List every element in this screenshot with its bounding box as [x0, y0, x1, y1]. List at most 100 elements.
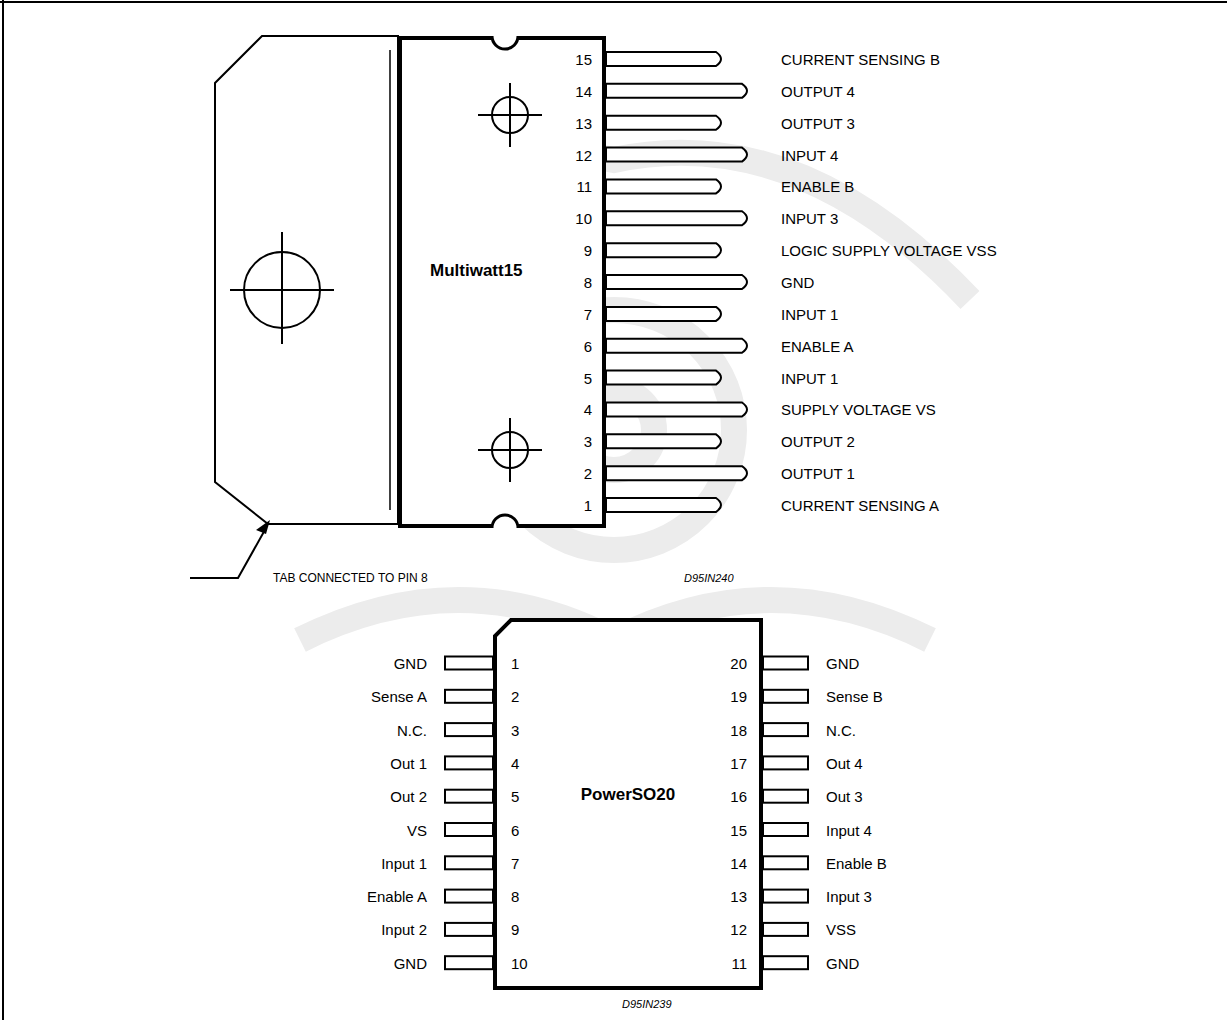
pin-name: GND: [394, 656, 427, 671]
pin-name: N.C.: [397, 722, 427, 737]
pin-number: 1: [511, 656, 519, 671]
pin-lead: [606, 116, 721, 130]
pin-lead: [606, 498, 721, 512]
pin-name: INPUT 1: [781, 370, 838, 385]
pin-lead: [606, 466, 747, 480]
pin-number: 9: [511, 922, 519, 937]
pin-number: 11: [731, 955, 747, 970]
pin-lead: [763, 723, 808, 736]
pin-number: 20: [730, 656, 747, 671]
pin-number: 8: [511, 889, 519, 904]
pin-lead: [606, 211, 747, 225]
drawing-code: D95IN239: [622, 999, 672, 1010]
pin-number: 14: [575, 83, 592, 98]
pin-name: Sense A: [371, 689, 427, 704]
arrowhead: [256, 520, 270, 534]
pin-name: SUPPLY VOLTAGE VS: [781, 402, 936, 417]
pin-number: 6: [511, 822, 519, 837]
pin-name: CURRENT SENSING B: [781, 52, 940, 67]
pin-number: 7: [584, 306, 592, 321]
pin-number: 4: [584, 402, 592, 417]
package-body: Multiwatt15: [398, 36, 606, 528]
pin-name: Input 2: [381, 922, 427, 937]
package-body: PowerSO20: [493, 618, 763, 990]
pin-number: 9: [584, 243, 592, 258]
pin-number: 13: [575, 115, 592, 130]
pin-number: 16: [730, 789, 747, 804]
pin-lead: [763, 756, 808, 769]
pin-number: 5: [584, 370, 592, 385]
pin-number: 6: [584, 338, 592, 353]
pin-number: 10: [511, 955, 528, 970]
pin-name: Enable A: [367, 889, 427, 904]
pin-number: 15: [575, 52, 592, 67]
pin-lead: [445, 657, 493, 670]
pin-lead: [445, 723, 493, 736]
pin-name: Out 2: [390, 789, 427, 804]
pin-lead: [606, 84, 747, 98]
pin-number: 7: [511, 855, 519, 870]
pin-lead: [763, 856, 808, 869]
pin-lead: [763, 690, 808, 703]
pin-name: VS: [407, 822, 427, 837]
pin-lead: [763, 956, 808, 969]
pin-lead: [606, 179, 721, 193]
pin-lead: [606, 243, 721, 257]
pin-number: 15: [730, 822, 747, 837]
pin-lead: [445, 823, 493, 836]
pin-lead: [445, 790, 493, 803]
pin-number: 12: [575, 147, 592, 162]
pin-lead: [606, 371, 721, 385]
pin-name: OUTPUT 3: [781, 115, 855, 130]
pin-name: INPUT 3: [781, 211, 838, 226]
pin-number: 19: [730, 689, 747, 704]
pin-name: OUTPUT 2: [781, 434, 855, 449]
heat-tab: [215, 36, 398, 524]
pin-name: N.C.: [826, 722, 856, 737]
pin-number: 1: [584, 498, 592, 513]
pin-lead: [445, 690, 493, 703]
pin-name: ENABLE B: [781, 179, 854, 194]
pin-lead: [606, 434, 721, 448]
body-outline: [398, 36, 606, 528]
pin-number: 2: [511, 689, 519, 704]
pin-number: 2: [584, 466, 592, 481]
pin-number: 14: [730, 855, 747, 870]
pin-lead: [606, 307, 721, 321]
pin-number: 18: [730, 722, 747, 737]
pin-lead: [763, 923, 808, 936]
pin-name: GND: [781, 275, 814, 290]
pin-lead: [445, 756, 493, 769]
pin-lead: [763, 790, 808, 803]
pin-number: 13: [730, 889, 747, 904]
pin-name: Out 1: [390, 755, 427, 770]
pin-number: 3: [511, 722, 519, 737]
package-name: Multiwatt15: [430, 261, 523, 281]
pin-name: CURRENT SENSING A: [781, 498, 939, 513]
pin-name: Out 3: [826, 789, 863, 804]
pin-name: Enable B: [826, 855, 887, 870]
pin-name: GND: [826, 656, 859, 671]
pin-name: GND: [826, 955, 859, 970]
package-name: PowerSO20: [581, 785, 676, 805]
pin-lead: [445, 856, 493, 869]
pin-name: GND: [394, 955, 427, 970]
pin-number: 12: [730, 922, 747, 937]
tab-arrow: [190, 528, 266, 578]
pin-number: 17: [730, 755, 747, 770]
pin-lead: [763, 823, 808, 836]
pin-number: 11: [576, 179, 592, 194]
mount-hole: [230, 232, 334, 344]
pin-lead: [606, 148, 747, 162]
pin-name: ENABLE A: [781, 338, 854, 353]
pin-lead: [763, 890, 808, 903]
pin-number: 3: [584, 434, 592, 449]
pin-name: INPUT 1: [781, 306, 838, 321]
pin-name: LOGIC SUPPLY VOLTAGE VSS: [781, 243, 997, 258]
pin-name: OUTPUT 1: [781, 466, 855, 481]
pin-lead: [606, 52, 721, 66]
pin-lead: [445, 890, 493, 903]
pin-name: Input 1: [381, 855, 427, 870]
pin-name: VSS: [826, 922, 856, 937]
pin-lead: [445, 956, 493, 969]
